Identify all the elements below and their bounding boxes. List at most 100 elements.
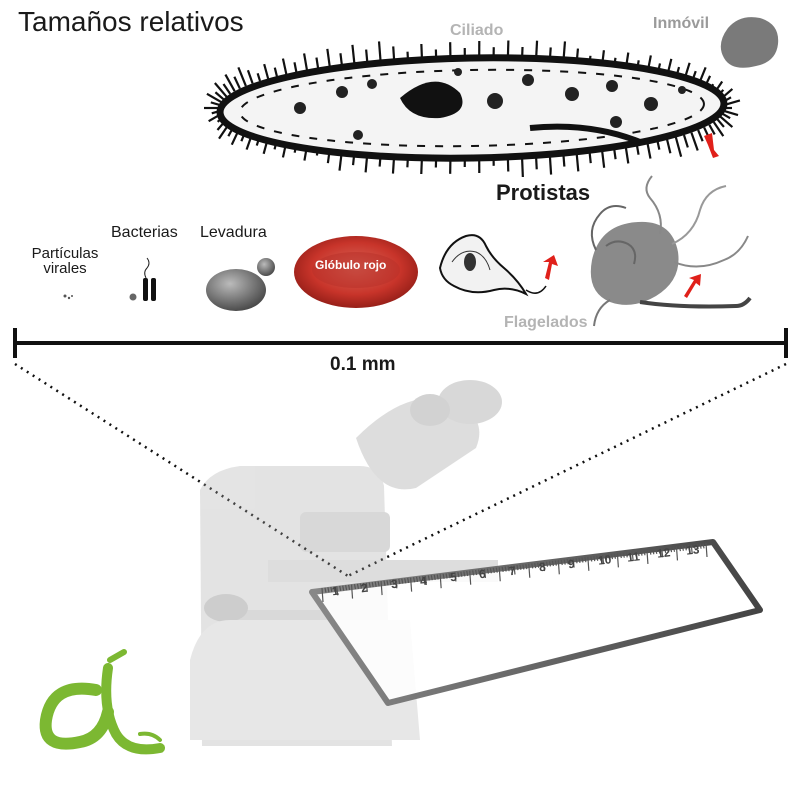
ruler-tick — [427, 575, 430, 581]
ruler-number: 13 — [685, 541, 701, 558]
ruler-tick — [412, 577, 416, 583]
red-blood-cell — [294, 236, 418, 308]
ruler-tick — [365, 582, 368, 592]
ruler-tick — [572, 558, 575, 568]
ruler-tick — [513, 565, 516, 575]
ruler-tick — [386, 580, 389, 586]
cilium — [656, 141, 661, 150]
ruler-tick — [590, 556, 593, 562]
ruler-tick — [489, 568, 492, 574]
ruler-tick — [619, 552, 622, 559]
cilium — [351, 44, 356, 64]
ruler-tick — [566, 559, 569, 565]
cilium — [613, 149, 617, 160]
ruler-tick — [661, 548, 664, 558]
ruler-tick — [563, 559, 566, 565]
ruler-tick — [463, 571, 466, 577]
logo-icon — [39, 649, 165, 755]
ruler-tick — [507, 566, 510, 572]
ruler-tick — [460, 571, 463, 577]
cilium — [666, 139, 672, 154]
ruler-tick — [528, 563, 531, 578]
ruler-tick — [637, 550, 640, 557]
ruler-tick — [534, 562, 537, 569]
cilium — [339, 53, 343, 66]
viral-particles — [63, 294, 73, 300]
yeast-cell — [206, 258, 275, 311]
cilium — [682, 134, 689, 148]
ruler-tick — [330, 586, 333, 593]
ruler-tick — [483, 568, 487, 579]
ruler-tick — [537, 562, 540, 568]
ruler-tick — [498, 567, 501, 582]
page-title: Tamaños relativos — [18, 6, 244, 37]
ruler-tick — [545, 561, 549, 567]
cilium — [224, 74, 236, 92]
cilium — [575, 153, 580, 172]
ruler-tick — [702, 543, 705, 549]
ruler-tick — [672, 546, 676, 552]
ruler-number: 8 — [537, 559, 547, 575]
ruler-tick — [604, 554, 608, 560]
ruler-number: 3 — [390, 576, 399, 592]
ruler-tick — [457, 571, 460, 578]
ruler-tick — [451, 572, 454, 578]
cilium — [723, 109, 739, 117]
ruler-tick — [696, 543, 699, 550]
cilium — [708, 124, 716, 135]
ruler-tick — [613, 553, 617, 559]
ruler-tick — [401, 578, 404, 584]
ruler-tick — [693, 544, 696, 550]
bacteria — [129, 257, 156, 301]
scale-bar-label: 0.1 mm — [330, 354, 396, 375]
ruler-tick — [678, 545, 682, 552]
cilium — [222, 83, 232, 95]
ruler-tick — [581, 557, 584, 563]
ruler-tick — [392, 579, 395, 585]
label-protists: Protistas — [496, 180, 591, 205]
ruler-tick — [395, 579, 398, 589]
cilium — [721, 112, 731, 120]
ruler-tick — [646, 549, 649, 564]
ruler-tick — [675, 546, 679, 561]
ruler-tick — [681, 545, 684, 551]
ruler-tick — [466, 570, 469, 577]
ruler-tick — [687, 544, 690, 551]
cilium — [697, 129, 704, 142]
ruler-tick — [643, 550, 646, 556]
cilium — [233, 76, 241, 90]
ruler-tick — [404, 578, 407, 584]
ruler-number: 12 — [655, 545, 671, 561]
ruler-tick — [477, 569, 481, 575]
arrow-flagellate-2 — [684, 274, 701, 298]
cilium — [256, 72, 262, 82]
ruler-tick — [501, 566, 504, 573]
ruler-tick — [418, 576, 422, 582]
ruler-tick — [548, 561, 552, 567]
ruler-tick — [436, 574, 439, 580]
cilium — [273, 67, 278, 77]
ruler-tick — [560, 559, 563, 566]
ruler-tick — [658, 548, 661, 554]
ruler-tick — [454, 572, 457, 582]
arrow-ciliate — [704, 133, 719, 158]
cilium — [624, 147, 630, 164]
cilium — [690, 132, 699, 151]
label-flagellated: Flagelados — [504, 314, 588, 331]
ruler-tick — [690, 544, 693, 554]
ruler-tick — [652, 549, 655, 555]
ruler-tick — [664, 547, 667, 553]
ruler-tick — [339, 585, 342, 592]
cilium — [674, 137, 683, 157]
cilium — [206, 92, 223, 104]
ruler-tick — [622, 552, 625, 558]
ruler-tick — [531, 563, 534, 569]
cilium — [303, 53, 309, 71]
cilium — [293, 62, 298, 73]
ruler-tick — [516, 565, 519, 571]
ruler-tick — [475, 569, 478, 576]
cilium — [520, 156, 524, 178]
ruler-tick — [593, 556, 596, 562]
